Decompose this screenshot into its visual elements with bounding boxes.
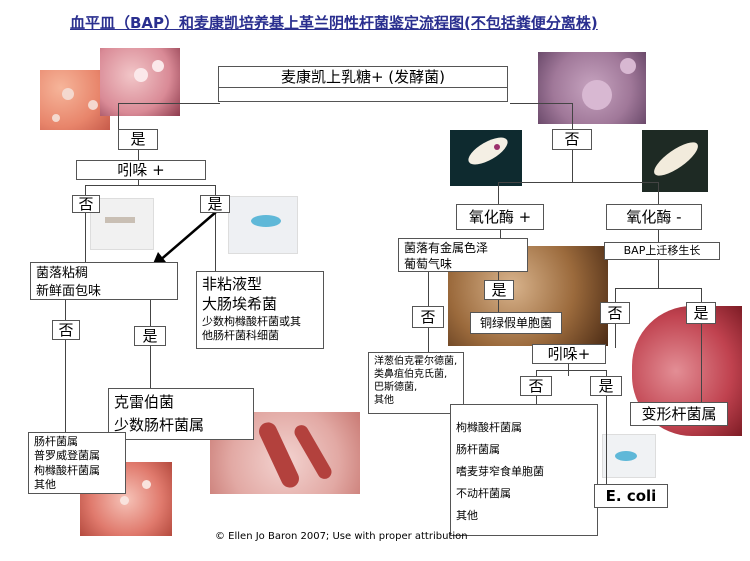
connector bbox=[498, 300, 499, 312]
yes-box-indole: 是 bbox=[200, 195, 230, 213]
oxidase-positive-swab-photo bbox=[450, 130, 522, 186]
connector bbox=[510, 103, 572, 104]
no-box-mucoid: 否 bbox=[52, 320, 80, 340]
connector bbox=[615, 288, 616, 302]
yes-box-metallic: 是 bbox=[484, 280, 514, 300]
connector bbox=[658, 230, 659, 242]
connector bbox=[568, 362, 569, 376]
macconkey-plate-photo-left bbox=[100, 48, 180, 116]
connector bbox=[701, 288, 702, 302]
connector bbox=[500, 230, 501, 238]
connector bbox=[65, 298, 66, 320]
root-box: 麦康凯上乳糖+ (发酵菌) bbox=[218, 66, 508, 88]
connector bbox=[85, 213, 86, 263]
connector bbox=[215, 185, 216, 195]
yes-box-mucoid: 是 bbox=[134, 326, 166, 346]
connector bbox=[606, 396, 607, 484]
proteus-box: 变形杆菌属 bbox=[630, 402, 728, 426]
no-box-right: 否 bbox=[552, 129, 592, 150]
no-box-indole-right: 否 bbox=[520, 376, 552, 396]
no-box-metallic: 否 bbox=[412, 306, 444, 328]
connector bbox=[215, 213, 216, 271]
oxidase-negative-swab-photo bbox=[642, 130, 708, 192]
indole-box-left: 吲哚 + bbox=[76, 160, 206, 180]
connector bbox=[572, 150, 573, 182]
swarm-box: BAP上迁移生长 bbox=[604, 242, 720, 260]
connector bbox=[615, 288, 701, 289]
page-title: 血平皿（BAP）和麦康凯培养基上革兰阴性杆菌鉴定流程图(不包括粪便分离株) bbox=[70, 14, 598, 32]
connector bbox=[118, 103, 119, 129]
connector bbox=[658, 260, 659, 288]
connector bbox=[138, 178, 139, 186]
arrow bbox=[152, 211, 217, 266]
yes-box-left: 是 bbox=[118, 129, 158, 150]
connector bbox=[118, 103, 220, 104]
connector bbox=[606, 370, 607, 378]
credit-text: © Ellen Jo Baron 2007; Use with proper a… bbox=[215, 531, 468, 542]
bap-plate-photo-left bbox=[40, 70, 110, 130]
connector bbox=[615, 324, 616, 348]
connector bbox=[428, 328, 429, 352]
connector bbox=[498, 270, 499, 280]
indole-positive-paper-photo bbox=[228, 196, 298, 254]
ecoli-box: E. coli bbox=[594, 484, 668, 508]
root-label: 麦康凯上乳糖+ (发酵菌) bbox=[280, 67, 446, 86]
burkholderia-box: 洋葱伯克霍尔德菌, 类鼻疽伯克氏菌, 巴斯德菌, 其他 bbox=[368, 352, 464, 414]
pseudomonas-box: 铜绿假单胞菌 bbox=[470, 312, 562, 334]
connector bbox=[498, 182, 658, 183]
connector bbox=[85, 185, 86, 195]
metallic-sheen-box: 菌落有金属色泽 葡萄气味 bbox=[398, 238, 528, 272]
connector bbox=[536, 370, 606, 371]
connector bbox=[138, 150, 139, 160]
connector bbox=[658, 182, 659, 204]
connector bbox=[572, 103, 573, 129]
connector bbox=[65, 340, 66, 432]
yes-box-indole-right: 是 bbox=[590, 376, 622, 396]
connector bbox=[150, 346, 151, 388]
connector bbox=[85, 185, 215, 186]
no-box-swarm: 否 bbox=[600, 302, 630, 324]
mucoid-colony-box: 菌落粘稠 新鲜面包味 bbox=[30, 262, 178, 300]
macconkey-plate-photo-right bbox=[538, 52, 646, 124]
ecoli-indole-paper-photo bbox=[602, 434, 656, 478]
root-bottom-box bbox=[218, 88, 508, 102]
connector bbox=[428, 270, 429, 306]
yes-box-swarm: 是 bbox=[686, 302, 716, 324]
connector bbox=[498, 182, 499, 204]
connector bbox=[150, 298, 151, 326]
enterobacteria-list-box: 肠杆菌属 普罗威登菌属 枸橼酸杆菌属 其他 bbox=[28, 432, 126, 494]
indole-negative-paper-photo bbox=[90, 198, 154, 250]
ecoli-nonmucoid-box: 非粘液型 大肠埃希菌 少数枸橼酸杆菌或其 他肠杆菌科细菌 bbox=[196, 271, 324, 349]
nonfermenter-list-box: 枸橼酸杆菌属 肠杆菌属 嗜麦芽窄食单胞菌 不动杆菌属 其他 bbox=[450, 404, 598, 536]
klebsiella-box: 克雷伯菌 少数肠杆菌属 bbox=[108, 388, 254, 440]
connector bbox=[536, 396, 537, 406]
oxidase-positive-box: 氧化酶 + bbox=[456, 204, 544, 230]
connector bbox=[536, 370, 537, 378]
connector bbox=[701, 324, 702, 404]
indole-box-right: 吲哚+ bbox=[532, 344, 606, 364]
no-box-indole: 否 bbox=[72, 195, 100, 213]
oxidase-negative-box: 氧化酶 - bbox=[606, 204, 702, 230]
